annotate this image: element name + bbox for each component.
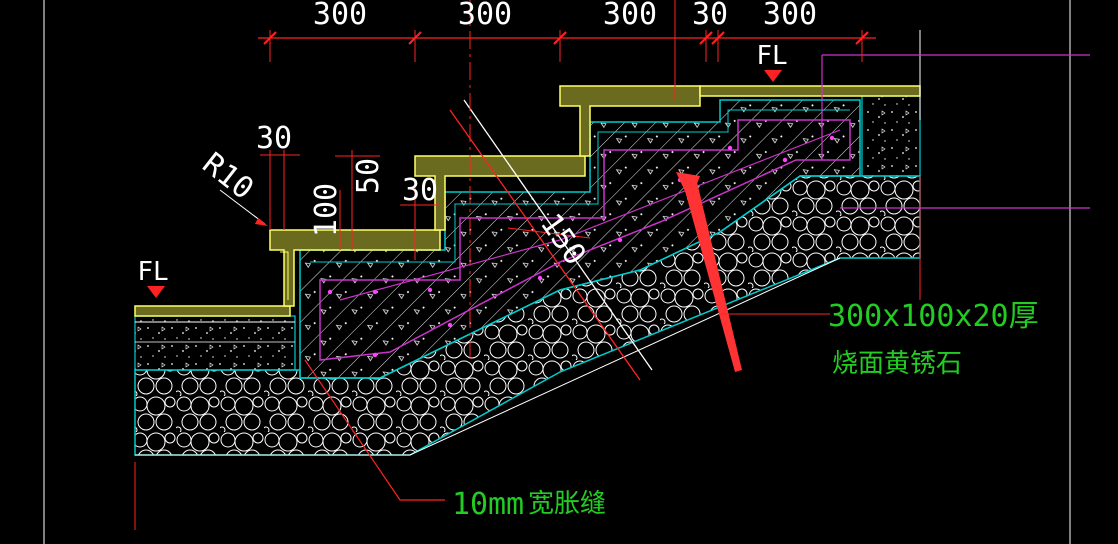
joint-width-label: 10 bbox=[452, 487, 488, 522]
callout-frames bbox=[821, 54, 1090, 209]
level-label-right: FL bbox=[756, 41, 787, 71]
dim-top-3: 300 bbox=[603, 0, 657, 32]
joint-name-label: 宽胀缝 bbox=[528, 489, 606, 519]
joint-unit-label: mm bbox=[488, 487, 524, 522]
level-marker-right bbox=[764, 70, 782, 82]
break-lines bbox=[304, 0, 921, 501]
dim-radius: R10 bbox=[196, 146, 260, 207]
stone-spec-label: 300x100x20厚 bbox=[828, 299, 1039, 334]
dim-top-2: 300 bbox=[458, 0, 512, 32]
dim-top-4: 30 bbox=[692, 0, 728, 32]
stone-treads bbox=[134, 85, 921, 317]
level-marker-left bbox=[147, 286, 165, 298]
dim-nose-30-b: 30 bbox=[402, 173, 438, 208]
dim-height-100: 100 bbox=[309, 183, 344, 237]
rebar-lines bbox=[319, 119, 851, 361]
dim-height-50: 50 bbox=[351, 158, 386, 194]
stone-name-label: 烧面黄锈石 bbox=[832, 349, 962, 379]
level-label-left: FL bbox=[137, 257, 168, 287]
mortar-bed bbox=[134, 95, 921, 371]
detail-dimensions bbox=[219, 150, 591, 260]
dim-nose-30-a: 30 bbox=[256, 121, 292, 156]
annotation-arrow bbox=[676, 172, 830, 372]
dim-top-5: 300 bbox=[763, 0, 817, 32]
drawing-frame bbox=[43, 0, 1071, 544]
dim-top-1: 300 bbox=[313, 0, 367, 32]
top-dimension-chain bbox=[258, 30, 876, 62]
